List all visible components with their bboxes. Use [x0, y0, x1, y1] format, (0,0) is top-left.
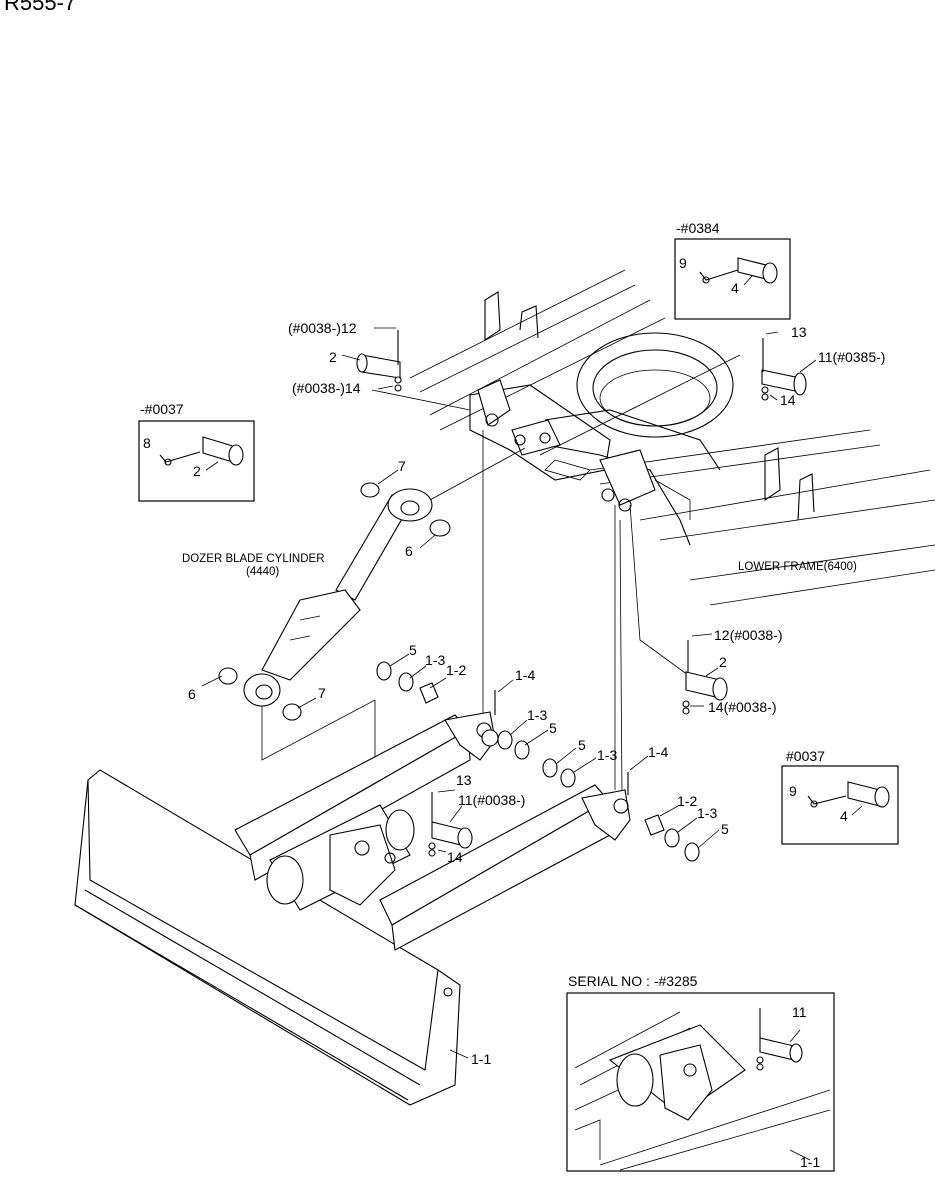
dozer-blade-drawing — [74, 711, 631, 1106]
label-2-lower: 2 — [719, 654, 727, 670]
label-1-1-blade: 1-1 — [471, 1051, 491, 1067]
label-5-b: 5 — [549, 720, 557, 736]
label-11-0038: 11(#0038-) — [458, 792, 525, 808]
label-1-4-b: 1-4 — [648, 744, 668, 760]
label-13-lower: 13 — [456, 772, 472, 788]
label-6-upper: 6 — [405, 543, 413, 559]
label-0037-left: -#0037 — [140, 401, 184, 417]
label-4-inset-top: 4 — [731, 280, 739, 296]
lower-frame-drawing — [409, 269, 936, 606]
guide-lines — [261, 354, 741, 850]
inset-box-0037-left — [138, 420, 255, 502]
label-13-upper: 13 — [791, 324, 807, 340]
inset-box-0384 — [674, 238, 791, 320]
label-1-4-a: 1-4 — [515, 667, 535, 683]
label-2-upper: 2 — [329, 349, 337, 365]
label-7-lower: 7 — [318, 685, 326, 701]
pins-and-rings — [356, 330, 807, 862]
caption-cylinder-number: (4440) — [246, 566, 279, 578]
label-0384: -#0384 — [676, 220, 720, 236]
caption-dozer-blade-cylinder: DOZER BLADE CYLINDER — [182, 553, 325, 565]
label-1-1-serial: 1-1 — [800, 1154, 820, 1170]
label-14-upper: 14 — [780, 392, 796, 408]
label-2-inset: 2 — [193, 463, 201, 479]
label-5-d: 5 — [721, 821, 729, 837]
label-4-inset-right: 4 — [840, 808, 848, 824]
label-1-3-d: 1-3 — [697, 805, 717, 821]
label-1-3-b: 1-3 — [527, 707, 547, 723]
label-11-serial: 11 — [792, 1004, 807, 1020]
label-11-0385: 11(#0385-) — [818, 349, 885, 365]
label-5-a: 5 — [409, 642, 417, 658]
label-1-2-b: 1-2 — [677, 793, 697, 809]
dozer-blade-cylinder-drawing — [218, 482, 451, 721]
inset-box-serial — [566, 992, 835, 1172]
label-6-lower: 6 — [188, 686, 196, 702]
label-7-upper: 7 — [398, 458, 406, 474]
label-1-3-a: 1-3 — [425, 652, 445, 668]
label-0038-12: (#0038-)12 — [288, 320, 357, 336]
label-1-2-a: 1-2 — [446, 662, 466, 678]
caption-lower-frame: LOWER FRAME(6400) — [738, 561, 857, 573]
label-5-c: 5 — [578, 737, 586, 753]
inset-box-0037-right — [781, 765, 899, 845]
label-9-inset-top: 9 — [679, 255, 687, 271]
label-14-0038: 14(#0038-) — [708, 699, 777, 715]
label-1-3-c: 1-3 — [597, 747, 617, 763]
label-14-lower: 14 — [447, 849, 463, 865]
page-title: R555-7 — [4, 0, 77, 15]
label-0038-14: (#0038-)14 — [292, 380, 361, 396]
label-serial-no: SERIAL NO : -#3285 — [568, 973, 698, 989]
label-12-0038: 12(#0038-) — [714, 627, 783, 643]
leader-lines — [201, 327, 817, 1059]
label-0037-right: #0037 — [786, 748, 825, 764]
label-8-inset: 8 — [143, 435, 151, 451]
label-9-inset-right: 9 — [789, 783, 797, 799]
